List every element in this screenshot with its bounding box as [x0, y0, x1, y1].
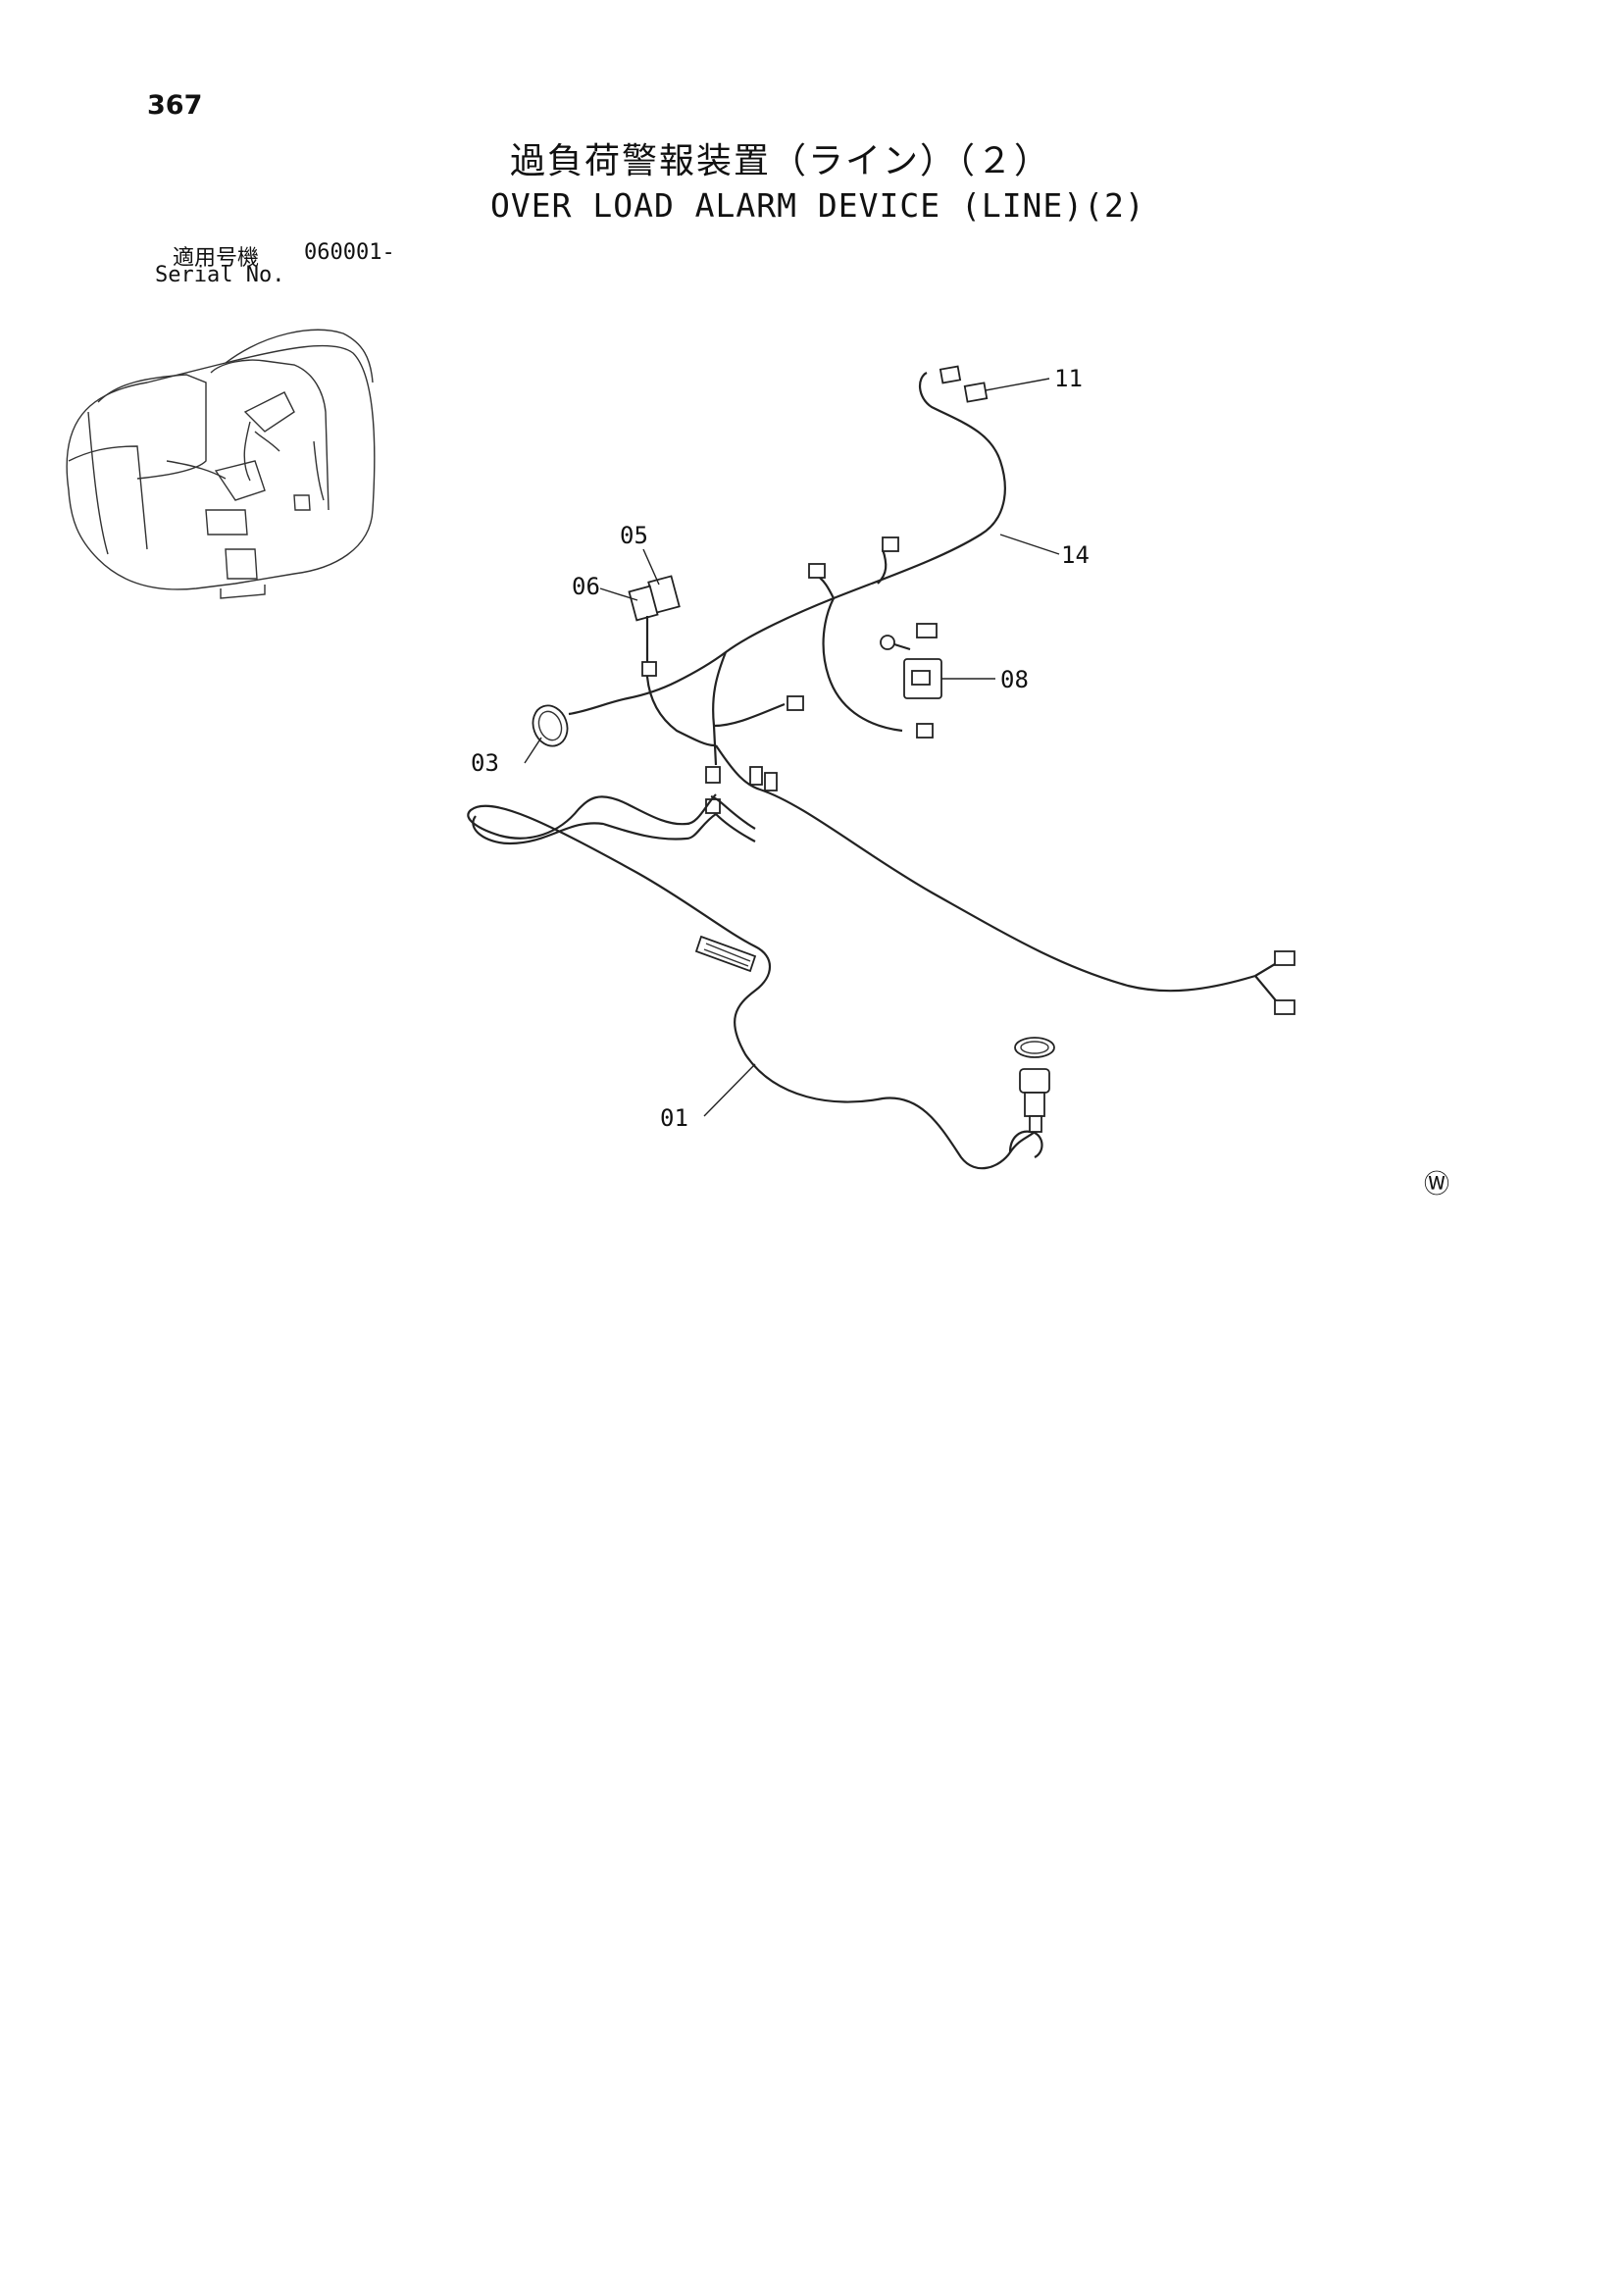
- part-03-clamp: [532, 704, 569, 747]
- title-japanese: 過負荷警報装置（ライン）（２）: [510, 141, 1052, 181]
- machine-location-thumbnail: [66, 329, 376, 599]
- part-08-switch: [880, 635, 942, 699]
- title-english: OVER LOAD ALARM DEVICE (LINE)(2): [490, 186, 1145, 225]
- serial-label-japanese: 適用号機: [173, 246, 260, 271]
- connectors: [641, 365, 1295, 1015]
- callout-11: 11: [1054, 365, 1083, 392]
- part-05-06-relay: [628, 575, 681, 647]
- w-mark: Ⓦ: [1424, 1170, 1449, 1199]
- callout-06: 06: [572, 573, 600, 600]
- serial-number-value: 060001-: [304, 240, 395, 265]
- callout-05: 05: [620, 522, 648, 549]
- callout-01: 01: [660, 1104, 688, 1132]
- parts-diagram: 11 14 05 06 08 03 01 Ⓦ: [66, 329, 1449, 1199]
- serial-label-english: Serial No.: [155, 263, 285, 287]
- leader-lines: [524, 378, 1060, 1117]
- callout-14: 14: [1061, 541, 1090, 569]
- pressure-sensor: [1014, 1037, 1055, 1133]
- callout-08: 08: [1000, 666, 1029, 693]
- sensor-line-01: [467, 793, 1043, 1170]
- page-number: 367: [147, 90, 203, 121]
- callout-03: 03: [471, 749, 499, 777]
